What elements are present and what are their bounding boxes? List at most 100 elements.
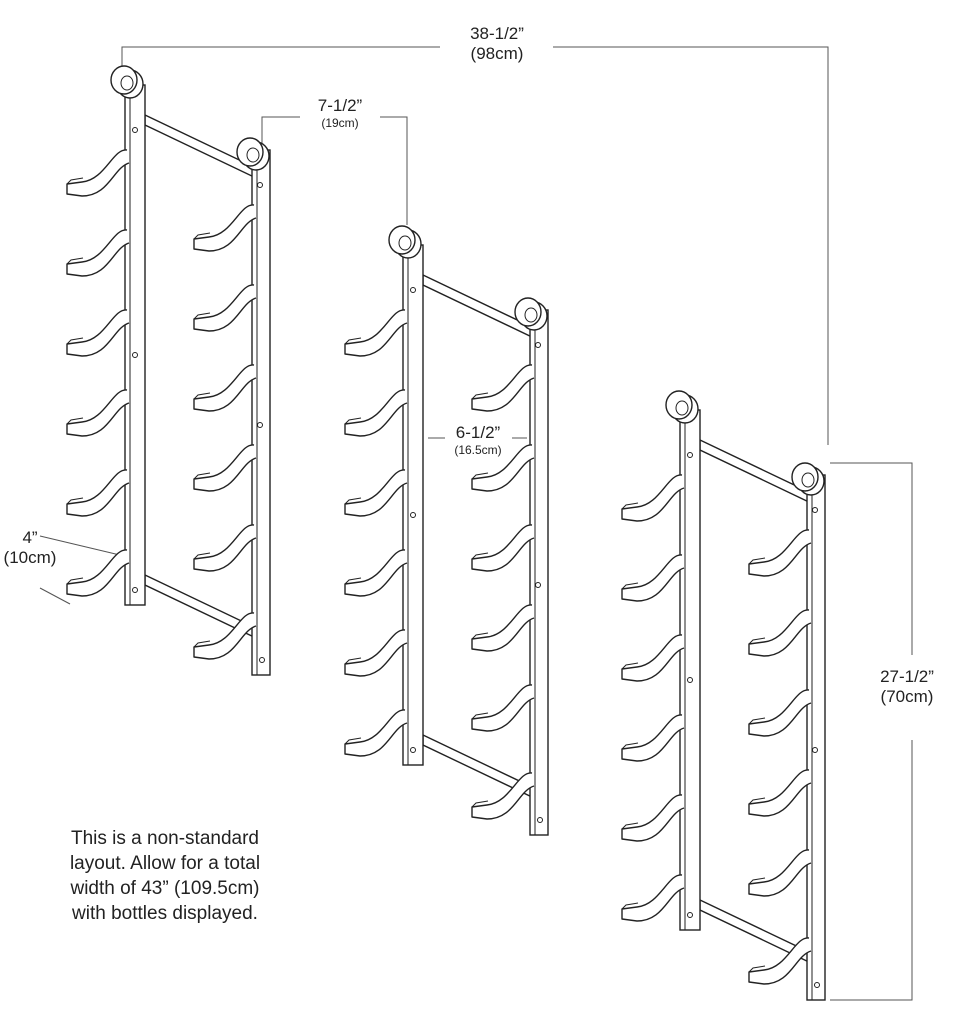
cradle-edge (748, 557, 766, 565)
hanger-cylinder-hole (246, 147, 260, 163)
rack-gap-metric: (16.5cm) (454, 443, 502, 457)
bottle-cradle (344, 389, 408, 437)
total-width-label: 38-1/2” (98cm) (447, 24, 547, 64)
mounting-hole (410, 747, 416, 753)
cradle-depth-label: 4” (10cm) (0, 528, 65, 568)
wine-rack (344, 225, 549, 836)
bottle-cradle (471, 772, 535, 820)
offset-line-left (261, 116, 300, 143)
bottle-cradle (193, 612, 257, 660)
bottle-cradle (471, 684, 535, 732)
mounting-hole (132, 352, 138, 358)
cradle-edge (66, 497, 84, 505)
mounting-hole (537, 817, 543, 823)
mounting-hole (410, 512, 416, 518)
layout-note: This is a non-standard layout. Allow for… (20, 826, 310, 926)
cradle-depth-metric: (10cm) (3, 548, 57, 567)
hanger-cylinder-hole (398, 235, 412, 251)
rack-height-imperial: 27-1/2” (880, 667, 934, 686)
bottle-cradle (748, 529, 812, 577)
cradle-edge (344, 657, 362, 665)
bottle-cradle (621, 794, 685, 842)
mounting-hole (687, 912, 693, 918)
rack-offset-metric: (19cm) (321, 116, 359, 130)
hanger-cylinder-hole (120, 75, 134, 91)
cradle-edge (471, 472, 489, 480)
cradle-edge (621, 822, 639, 830)
cradle-edge (621, 582, 639, 590)
cradle-edge (344, 497, 362, 505)
bottle-cradle (66, 229, 130, 277)
bottle-cradle (193, 364, 257, 412)
cradle-edge (193, 472, 211, 480)
right-rail (251, 149, 271, 676)
mounting-hole (132, 587, 138, 593)
bottle-cradle (344, 709, 408, 757)
hanger-cylinder-hole (524, 307, 538, 323)
cradle-edge (748, 717, 766, 725)
right-rail (529, 309, 549, 836)
mounting-hole (535, 582, 541, 588)
cradle-edge (344, 577, 362, 585)
rack-gap-imperial: 6-1/2” (455, 423, 501, 442)
mounting-hole (257, 182, 263, 188)
bottle-cradle (344, 629, 408, 677)
total-width-line-left (121, 46, 440, 78)
cradle-edge (344, 337, 362, 345)
note-line: This is a non-standard (71, 828, 259, 849)
depth-line-bottom (39, 587, 71, 605)
note-line: layout. Allow for a total (69, 853, 261, 874)
mounting-hole (132, 127, 138, 133)
bottle-cradle (748, 609, 812, 657)
bottle-cradle (621, 714, 685, 762)
dimension-lines (39, 46, 913, 1001)
cradle-edge (66, 577, 84, 585)
bottle-cradle (66, 309, 130, 357)
rack-height-label: 27-1/2” (70cm) (862, 667, 952, 707)
bottle-cradle (344, 549, 408, 597)
mounting-hole (687, 677, 693, 683)
mounting-hole (814, 982, 820, 988)
cradle-edge (193, 232, 211, 240)
cradle-edge (748, 797, 766, 805)
bottle-cradle (748, 937, 812, 985)
bottle-cradle (471, 604, 535, 652)
bottle-cradle (66, 549, 130, 597)
height-line-top (830, 462, 913, 655)
bottle-cradle (66, 469, 130, 517)
bottle-cradle (748, 769, 812, 817)
cradle-edge (471, 632, 489, 640)
cradle-edge (471, 712, 489, 720)
note-line: with bottles displayed. (72, 903, 258, 924)
cradle-edge (471, 392, 489, 400)
rack-height-metric: (70cm) (880, 687, 934, 706)
mounting-hole (812, 747, 818, 753)
bottle-cradle (471, 364, 535, 412)
racks (66, 65, 826, 1001)
bottle-cradle (66, 149, 130, 197)
cradle-depth-imperial: 4” (22, 528, 38, 547)
offset-line-right (380, 116, 408, 225)
cradle-edge (66, 257, 84, 265)
bottle-cradle (193, 284, 257, 332)
cradle-edge (748, 877, 766, 885)
bottle-cradle (193, 204, 257, 252)
cradle-edge (66, 337, 84, 345)
cradle-edge (621, 662, 639, 670)
cradle-edge (748, 965, 766, 973)
cradle-edge (621, 502, 639, 510)
bottle-cradle (621, 474, 685, 522)
cradle-edge (344, 737, 362, 745)
bottle-cradle (344, 309, 408, 357)
bottle-cradle (471, 444, 535, 492)
cradle-edge (66, 417, 84, 425)
cradle-edge (471, 552, 489, 560)
bottle-cradle (66, 389, 130, 437)
mounting-hole (259, 657, 265, 663)
wine-rack (621, 390, 826, 1001)
mounting-hole (535, 342, 541, 348)
total-width-metric: (98cm) (470, 44, 524, 63)
cradle-edge (621, 902, 639, 910)
mounting-hole (257, 422, 263, 428)
